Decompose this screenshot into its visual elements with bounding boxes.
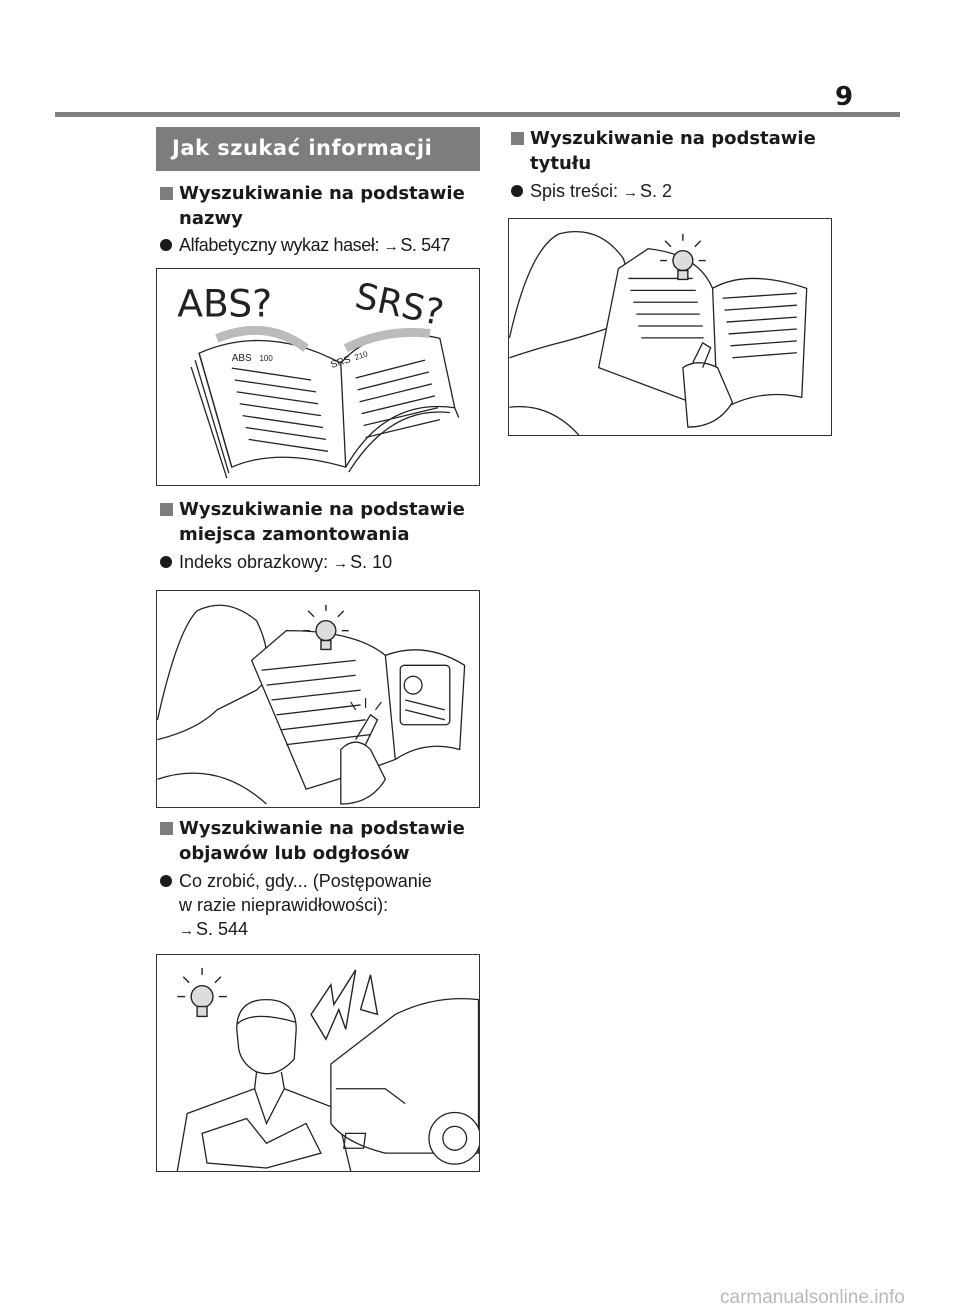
abs-question-label: ABS? [177, 282, 272, 326]
figure-picture-index [156, 590, 480, 808]
figure-abs-srs-book: ABS? SRS? ABS 100 SRS 210 [156, 268, 480, 486]
srs-page-number: 210 [353, 349, 369, 362]
abs-page-number: 100 [260, 354, 274, 363]
page-ref-link[interactable]: S. 2 [640, 181, 673, 201]
heading-symptoms: Wyszukiwanie na podstawie objawów lub od… [160, 816, 465, 866]
square-bullet-icon [160, 187, 173, 200]
watermark: carmanualsonline.info [720, 1287, 905, 1308]
round-bullet-icon [160, 239, 172, 251]
arrow-icon: → [383, 238, 399, 255]
page-number: 9 [834, 82, 854, 112]
square-bullet-icon [511, 132, 524, 145]
abs-index-label: ABS [232, 353, 252, 364]
figure-table-of-contents [508, 218, 832, 436]
round-bullet-icon [160, 875, 172, 887]
lightbulb-icon [660, 233, 706, 281]
arrow-icon: → [179, 922, 194, 939]
man-car-illustration [176, 967, 479, 1171]
square-bullet-icon [160, 503, 173, 516]
lightbulb-icon [177, 967, 227, 1018]
section-title: Jak szukać informacji [172, 136, 433, 160]
item-name: Alfabetyczny wykaz haseł: →S. 547 [160, 233, 450, 259]
page-ref-link[interactable]: S. 547 [400, 235, 450, 255]
round-bullet-icon [160, 556, 172, 568]
top-rule [55, 112, 900, 117]
square-bullet-icon [160, 822, 173, 835]
page-ref-link[interactable]: S. 10 [350, 552, 393, 572]
item-location: Indeks obrazkowy: →S. 10 [160, 550, 393, 576]
reader-pointing-illustration [157, 604, 466, 805]
reader-contents-illustration [509, 231, 808, 435]
lightbulb-icon [303, 604, 349, 651]
spark-icon [350, 698, 382, 711]
section-banner: Jak szukać informacji [156, 127, 480, 171]
noise-lightning-icon [310, 969, 357, 1041]
open-book-illustration: ABS? SRS? ABS 100 SRS 210 [177, 276, 460, 479]
round-bullet-icon [511, 185, 523, 197]
arrow-icon: → [333, 555, 349, 572]
arrow-icon: → [623, 184, 639, 201]
heading-location: Wyszukiwanie na podstawie miejsca zamont… [160, 497, 465, 547]
page-ref-link[interactable]: S. 544 [196, 919, 249, 939]
item-title: Spis treści: →S. 2 [511, 179, 673, 205]
heading-title: Wyszukiwanie na podstawie tytułu [511, 126, 816, 176]
item-symptoms: Co zrobić, gdy... (Postępowanie w razie … [160, 869, 432, 943]
figure-symptoms [156, 954, 480, 1172]
srs-question-label: SRS? [351, 276, 447, 335]
heading-name: Wyszukiwanie na podstawie nazwy [160, 181, 465, 231]
